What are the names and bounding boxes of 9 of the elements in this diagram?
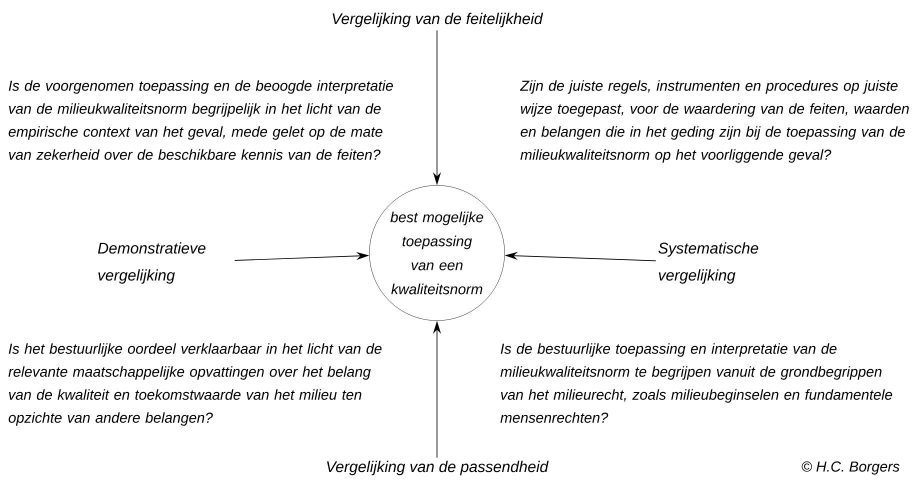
comparison-label: Demonstratieve vergelijking [98, 242, 206, 284]
comparison-label: Vergelijking van de feitelijkheid [332, 12, 544, 28]
question-text: Is de bestuurlijke toepassing en interpretatie van de milieukwaliteitsnorm te begrijpen vanuit de grondbegrippen van het milieurecht, zoals milieubeginselen en fundamentele mensenrechten? [500, 343, 892, 423]
comparison-label: Vergelijking van de passendheid [327, 460, 549, 476]
copyright-note: © H.C. Borgers [802, 461, 900, 475]
comparison-label: Systematische vergelijking [658, 242, 758, 284]
question-text: Zijn de juiste regels, instrumenten en procedures op juiste wijze toegepast, voor de waardering van de feiten, waarden en belangen die in het geding zijn bij de toepassing van de milieukwaliteitsnorm op het voorliggende geval? [520, 80, 909, 163]
question-text: Is het bestuurlijke oordeel verklaarbaar in het licht van de relevante maatschappelijke opvattingen over het belang van de kwaliteit en toekomstwaarde van het milieu ten opzichte van andere belangen? [8, 343, 382, 426]
question-text: Is de voorgenomen toepassing en de beoogde interpretatie van de milieukwaliteitsnorm begrijpelijk in het licht van de empirische context van het geval, mede gelet op de mate van zekerheid over de beschikbare kennis van de feiten? [8, 80, 393, 160]
